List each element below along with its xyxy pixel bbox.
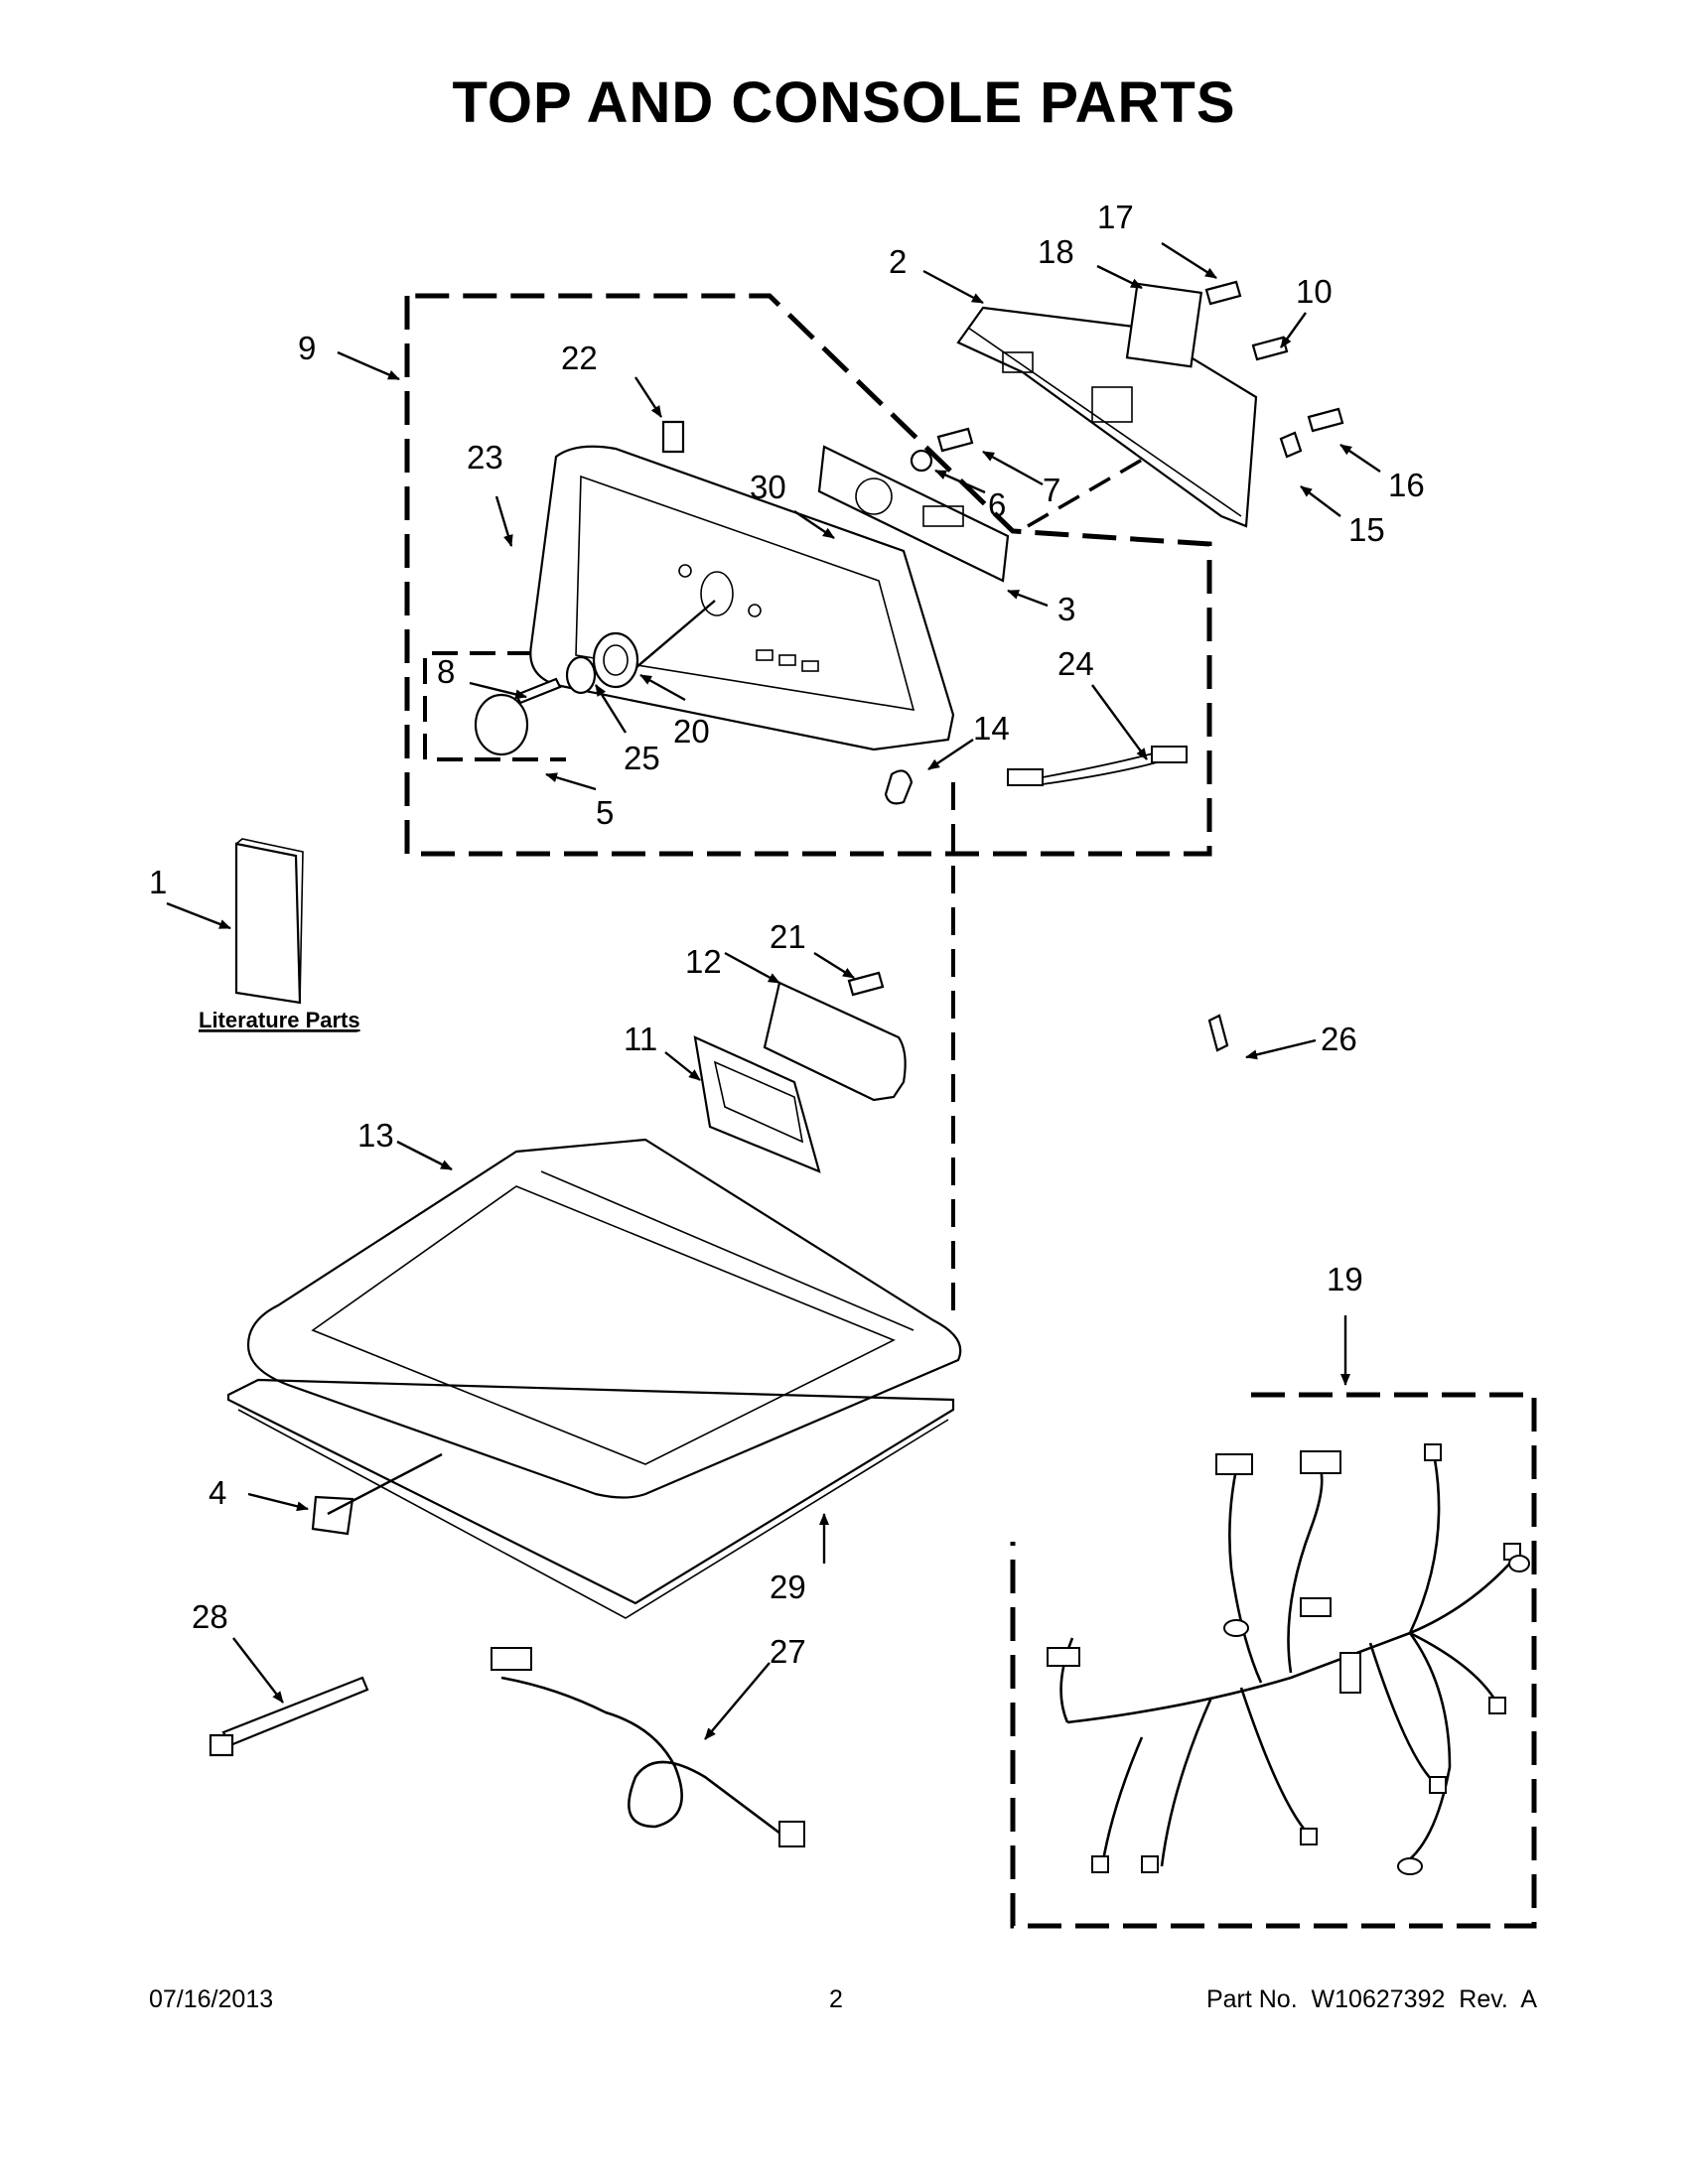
callout-15: 15 <box>1348 511 1385 548</box>
callout-4: 4 <box>209 1474 226 1511</box>
clip-26-icon <box>1207 1014 1229 1052</box>
callout-18: 18 <box>1038 233 1074 270</box>
literature-parts-label[interactable]: Literature Parts <box>199 1008 360 1032</box>
screw-10-icon <box>1251 336 1289 361</box>
knob-insert-8-icon <box>514 677 562 705</box>
console-wire-24 <box>1007 746 1188 786</box>
callout-28: 28 <box>192 1598 228 1635</box>
callout-22: 22 <box>561 340 598 376</box>
screw-16-icon <box>1307 407 1344 433</box>
bezel-20-icon <box>592 631 639 689</box>
console-bracket <box>1125 282 1203 368</box>
callout-16: 16 <box>1388 467 1425 503</box>
ui-control-board <box>817 445 1010 583</box>
callout-9: 9 <box>298 330 316 366</box>
page-title: TOP AND CONSOLE PARTS <box>452 70 1236 135</box>
dryer-top-panel <box>246 1138 962 1499</box>
callout-11: 11 <box>624 1021 657 1057</box>
callout-14: 14 <box>973 710 1010 747</box>
machine-control-board-11 <box>693 1035 821 1173</box>
callout-30: 30 <box>750 469 786 505</box>
knob-group-outline <box>423 651 571 761</box>
callout-5: 5 <box>596 794 614 831</box>
footer-part-number: Part No. W10627392 Rev. A <box>1205 1985 1537 2013</box>
cable-tie-28 <box>209 1676 369 1757</box>
clip-15-icon <box>1279 431 1303 459</box>
screw-21-icon <box>847 971 885 997</box>
callout-13: 13 <box>357 1117 394 1154</box>
screw-17-icon <box>1204 280 1242 306</box>
screw-7-icon <box>936 427 974 453</box>
callout-12: 12 <box>685 943 722 980</box>
power-cord-27 <box>491 1647 805 1847</box>
callout-2: 2 <box>889 243 907 280</box>
leader-arrows <box>166 241 1381 1740</box>
callout-24: 24 <box>1057 645 1094 682</box>
callout-23: 23 <box>467 439 503 476</box>
callout-3: 3 <box>1057 591 1075 627</box>
callout-26: 26 <box>1321 1021 1357 1057</box>
callout-7: 7 <box>1043 472 1060 508</box>
top-gasket-29 <box>226 1378 955 1605</box>
callout-25: 25 <box>624 740 660 776</box>
clip-22-icon <box>661 420 685 454</box>
knob-ring-25-icon <box>565 655 597 695</box>
callout-10: 10 <box>1296 273 1333 310</box>
callout-27: 27 <box>770 1633 806 1670</box>
console-group-outline <box>404 293 1212 857</box>
callout-8: 8 <box>437 653 455 690</box>
callout-29: 29 <box>770 1569 806 1605</box>
bracket-leader <box>1027 400 1242 528</box>
console-housing <box>529 445 955 751</box>
callout-19: 19 <box>1327 1261 1363 1297</box>
footer-page-number: 2 <box>829 1985 843 2013</box>
clip-14-icon <box>884 769 914 805</box>
badge-4-icon <box>311 1495 354 1536</box>
harness-group-outline <box>1010 1392 1537 1929</box>
literature-booklet <box>234 838 304 1005</box>
callout-1: 1 <box>149 864 167 900</box>
callout-17: 17 <box>1097 199 1134 235</box>
callout-20: 20 <box>673 713 710 750</box>
knob-8-icon <box>474 693 529 756</box>
nut-6-icon <box>910 449 933 473</box>
mounting-plate-12 <box>763 981 907 1102</box>
footer-date: 07/16/2013 <box>149 1985 274 2013</box>
wire-harness-19 <box>1047 1443 1530 1875</box>
callout-6: 6 <box>988 486 1006 523</box>
callout-21: 21 <box>770 918 806 955</box>
